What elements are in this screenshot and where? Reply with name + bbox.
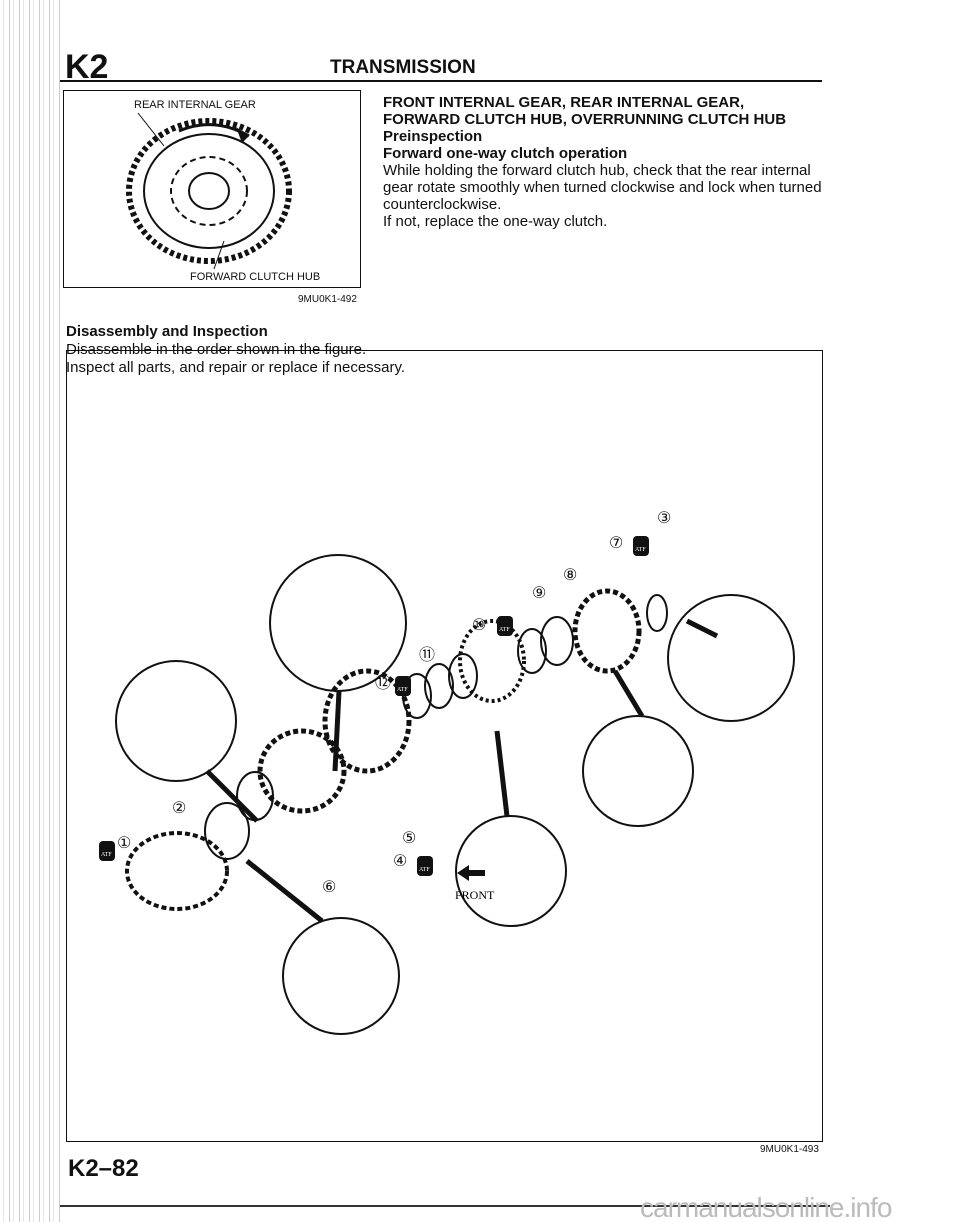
callout-2: ② bbox=[172, 800, 186, 817]
gear-illustration bbox=[126, 112, 292, 270]
atf-oil-icon bbox=[417, 856, 433, 876]
figure2-code: 9MU0K1-493 bbox=[760, 1144, 819, 1155]
front-arrow-icon bbox=[457, 865, 485, 881]
callout-7: ⑦ bbox=[609, 535, 623, 552]
header-rule bbox=[60, 80, 822, 82]
callout-3: ③ bbox=[657, 510, 671, 527]
section-code: K2 bbox=[65, 48, 109, 86]
exploded-view: ① ② ③ ④ ⑤ ⑥ ⑦ ⑧⑨ ⑩ ⑪ ⑫ ATF ATF ATF ATF ATF FRONT bbox=[99, 510, 795, 1035]
paragraph: If not, replace the one-way clutch. bbox=[383, 213, 608, 230]
callout-11: ⑪ bbox=[419, 646, 435, 664]
subheading: Preinspection bbox=[383, 128, 483, 145]
detail-circle bbox=[582, 715, 694, 827]
callout-10: ⑩ bbox=[472, 617, 486, 634]
page-title: TRANSMISSION bbox=[330, 57, 476, 78]
callout-6: ⑥ bbox=[322, 879, 336, 896]
detail-circle bbox=[667, 594, 795, 722]
callout-9: ⑨ bbox=[532, 585, 546, 602]
figure-rear-gear: REAR INTERNAL GEAR FORWARD CLUTCH HUB bbox=[63, 90, 361, 288]
detail-circle bbox=[282, 917, 400, 1035]
disassembly-text: Disassembly and Inspection Disassemble i… bbox=[66, 323, 405, 377]
atf-oil-icon bbox=[395, 676, 411, 696]
paragraph: Inspect all parts, and repair or replace… bbox=[66, 359, 406, 376]
detail-circle bbox=[115, 660, 237, 782]
callout-12: ⑫ bbox=[375, 674, 391, 692]
atf-oil-icon bbox=[497, 616, 513, 636]
detail-circle bbox=[455, 815, 567, 927]
callout-4: ④ bbox=[393, 853, 407, 870]
section-heading: FRONT INTERNAL GEAR, REAR INTERNAL GEAR,… bbox=[383, 94, 787, 128]
label-rear-internal-gear: REAR INTERNAL GEAR bbox=[134, 99, 256, 111]
atf-label: ATF bbox=[635, 547, 646, 553]
scan-edge bbox=[0, 0, 60, 1222]
disassembly-heading: Disassembly and Inspection bbox=[66, 323, 268, 340]
label-forward-clutch-hub: FORWARD CLUTCH HUB bbox=[190, 271, 321, 283]
callout-5: ⑤ bbox=[402, 830, 416, 847]
atf-label: ATF bbox=[419, 867, 430, 873]
preinspection-text: FRONT INTERNAL GEAR, REAR INTERNAL GEAR,… bbox=[383, 94, 823, 230]
front-label: FRONT bbox=[455, 888, 495, 902]
paragraph: While holding the forward clutch hub, ch… bbox=[383, 162, 822, 213]
atf-oil-icon bbox=[633, 536, 649, 556]
figure1-code: 9MU0K1-492 bbox=[298, 294, 357, 305]
atf-oil-icon bbox=[99, 841, 115, 861]
subsubheading: Forward one-way clutch operation bbox=[383, 145, 628, 162]
atf-label: ATF bbox=[397, 687, 408, 693]
footer-rule bbox=[60, 1205, 830, 1207]
paragraph: Disassemble in the order shown in the fi… bbox=[66, 341, 367, 358]
detail-circle bbox=[269, 554, 407, 692]
callout-1: ① bbox=[117, 835, 131, 852]
atf-label: ATF bbox=[101, 852, 112, 858]
atf-label: ATF bbox=[499, 627, 510, 633]
callout-8: ⑧ bbox=[563, 567, 577, 584]
watermark: carmanualsonline.info bbox=[640, 1192, 892, 1222]
page-number: K2–82 bbox=[68, 1155, 139, 1182]
